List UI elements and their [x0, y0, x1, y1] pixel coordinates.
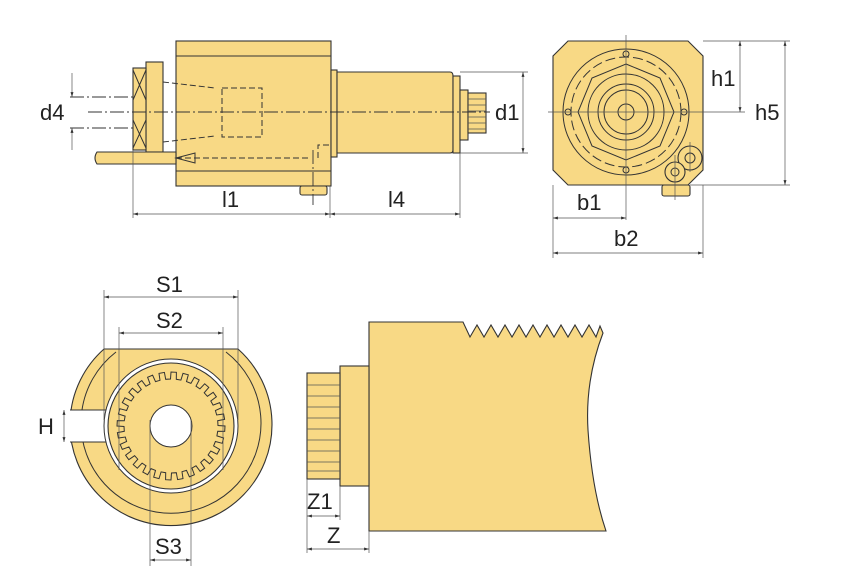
coolant-tube: [94, 151, 177, 165]
side-view: d4 d1 l1 l4: [40, 40, 528, 218]
main-body: [175, 40, 332, 187]
shank: [336, 71, 454, 154]
label-S1: S1: [156, 272, 183, 297]
label-b2: b2: [614, 226, 638, 251]
label-h1: h1: [711, 66, 735, 91]
shaft-body: [368, 321, 607, 532]
label-Z1: Z1: [307, 489, 333, 514]
label-d4: d4: [40, 100, 64, 125]
label-d1: d1: [495, 100, 519, 125]
coupling-side-view: Z1 Z: [306, 321, 607, 553]
label-Z: Z: [327, 523, 340, 548]
center-bore: [149, 404, 193, 448]
hub: [339, 365, 370, 487]
front-view: h1 h5 b1 b2: [548, 35, 790, 258]
label-h5: h5: [755, 100, 779, 125]
label-S2: S2: [156, 308, 183, 333]
label-l4: l4: [388, 187, 405, 212]
spline-shaft: [306, 372, 341, 480]
bottom-key: [299, 185, 328, 196]
clamping-nut: [132, 67, 147, 151]
label-b1: b1: [577, 190, 601, 215]
flange: [330, 69, 338, 158]
label-S3: S3: [155, 534, 182, 559]
collar: [145, 61, 164, 153]
label-l1: l1: [222, 187, 239, 212]
label-H: H: [38, 414, 54, 439]
coupling-end-view: S1 S2 S3 H: [38, 272, 273, 566]
